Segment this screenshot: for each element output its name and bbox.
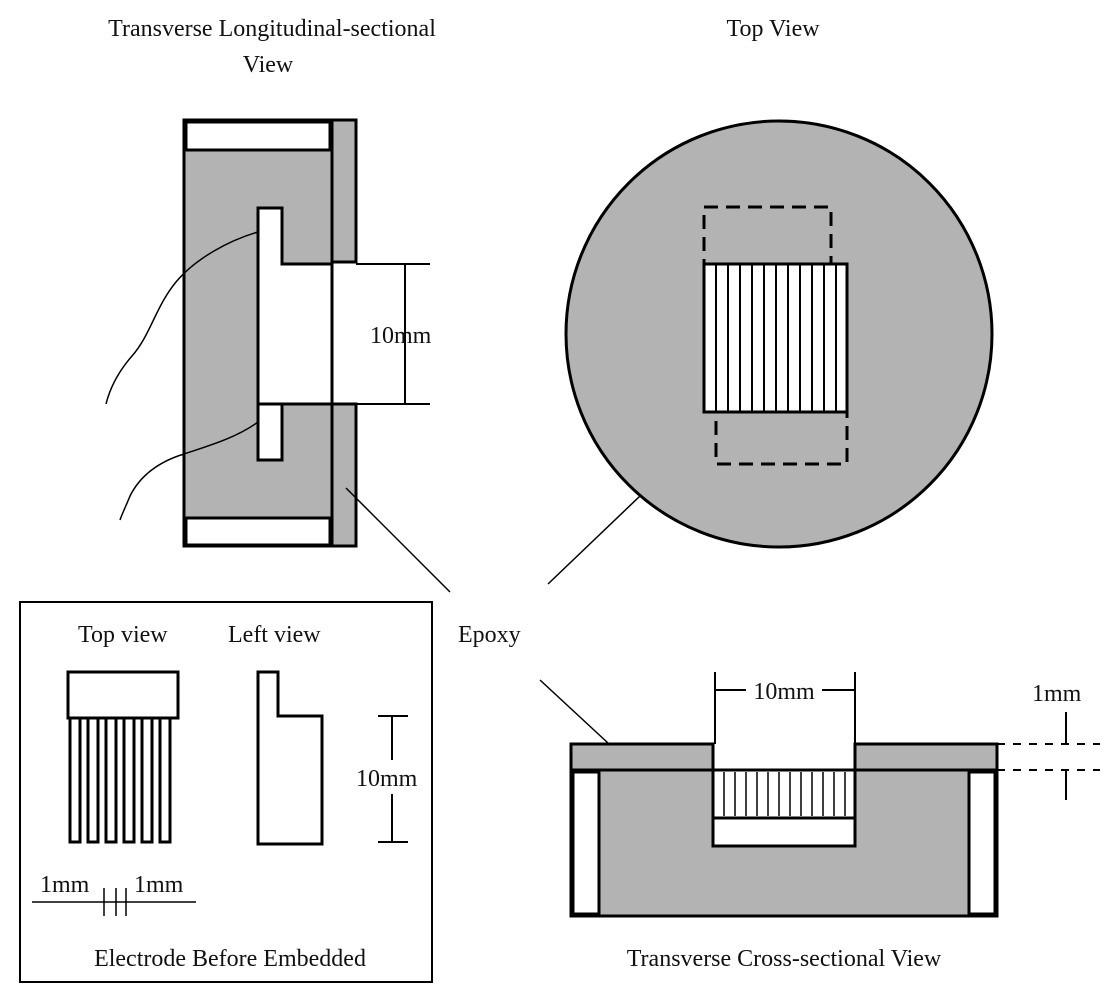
cross-electrode-base [711,816,857,848]
comb-finger [68,716,82,844]
electrode-fingers [68,716,172,844]
inset-frame [19,601,433,983]
epoxy-strip-upper [330,118,358,264]
inset-caption: Electrode Before Embedded [94,946,366,972]
epoxy-pointer-top-view [547,495,641,585]
hidden-electrode-outline-bottom [714,401,849,466]
top-end-cap [184,120,332,152]
cross-epoxy-left [569,742,715,772]
lead-wire-lower [119,421,259,521]
longitudinal-view-title-line1: Transverse Longitudinal-sectional [108,16,436,42]
lead-wire-upper [105,231,259,405]
inset-dim-1mm-right: 1mm [134,872,184,898]
comb-finger [158,716,172,844]
cross-sectional-view: 10mm 1mm Transverse Cross-sectional View [569,672,1100,972]
electrode-left-view [256,670,324,846]
electrode-fingers-top-view [715,264,837,412]
cross-electrode-fingers [711,768,857,820]
longitudinal-sectional-view: Transverse Longitudinal-sectional View 1… [105,16,436,548]
comb-finger [86,716,100,844]
inset-dim-10mm: 10mm [356,766,418,792]
top-view-title: Top View [726,16,820,42]
cross-epoxy-right [853,742,999,772]
cross-dim-1mm: 1mm [1032,681,1082,707]
electrode-header [66,670,180,720]
cross-dim-10mm: 10mm [753,679,815,705]
cross-finger-lines [723,772,846,816]
epoxy-pointer-long-view [345,487,451,593]
epoxy-callout: Epoxy [345,487,641,757]
epoxy-label: Epoxy [458,622,521,648]
embedded-electrode [256,206,334,462]
comb-finger [122,716,136,844]
cross-caption: Transverse Cross-sectional View [627,946,942,972]
dim-10mm-long: 10mm [370,323,432,349]
cross-right-end [967,770,997,916]
top-view: Top View [564,16,994,549]
comb-finger [104,716,118,844]
longitudinal-view-title-line2: View [243,52,294,78]
bottom-end-cap [184,516,332,547]
comb-finger [140,716,154,844]
cross-left-end [571,770,601,916]
inset-left-view-label: Left view [228,622,321,648]
electrode-before-embedded-inset: Top view Left view 10mm 1mm 1mm Electrod… [19,601,433,983]
inset-top-view-label: Top view [78,622,168,648]
epoxy-strip-lower [330,402,358,548]
inset-dim-1mm-left: 1mm [40,872,90,898]
